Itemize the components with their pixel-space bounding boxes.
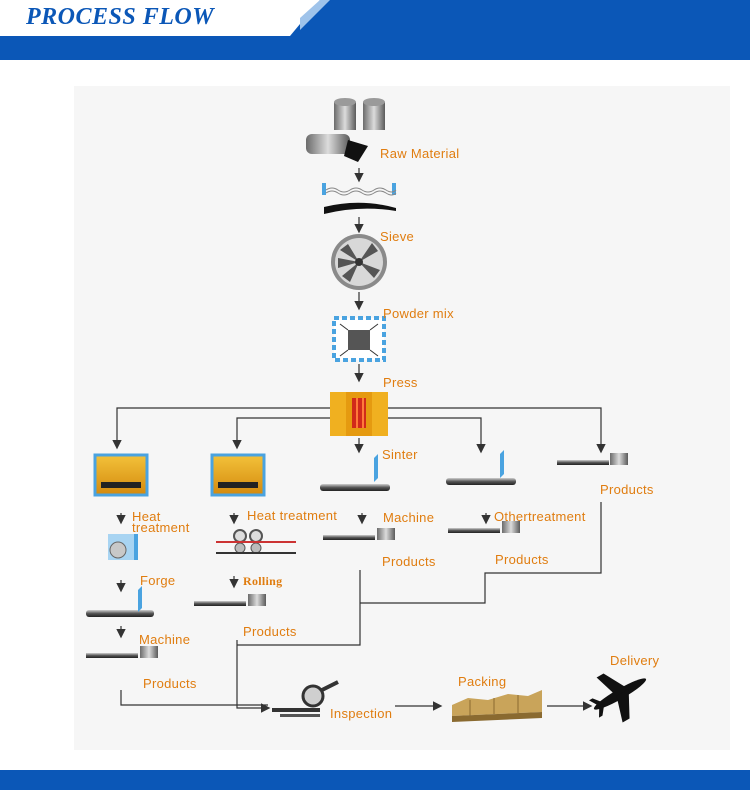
sieve-icon — [322, 183, 397, 214]
drum-icon — [306, 98, 385, 162]
label-products-right: Products — [600, 482, 654, 497]
label-packing: Packing — [458, 674, 507, 689]
label-heat-treatment-1b: treatment — [132, 520, 190, 535]
press-die-icon — [332, 316, 386, 362]
label-products-other: Products — [495, 552, 549, 567]
label-inspection: Inspection — [330, 706, 393, 721]
label-delivery: Delivery — [610, 653, 660, 668]
label-machine-mid: Machine — [383, 510, 435, 525]
label-raw-material: Raw Material — [380, 146, 460, 161]
magnifier-icon — [272, 680, 339, 717]
label-rolling: Rolling — [243, 574, 283, 588]
shaft-icon — [86, 453, 628, 658]
label-forge: Forge — [140, 573, 176, 588]
label-powder-mix: Powder mix — [383, 306, 454, 321]
footer-band — [0, 770, 750, 790]
label-other-treatment: Othertreatment — [494, 509, 586, 524]
furnace-icon — [93, 453, 149, 497]
forge-rod-icon — [86, 586, 154, 617]
label-sinter: Sinter — [382, 447, 418, 462]
press-icon — [330, 392, 388, 436]
furnace-icon-2 — [210, 453, 266, 497]
page-title: PROCESS FLOW — [26, 4, 215, 30]
rod-icon — [320, 450, 516, 491]
header-tab-shape — [0, 0, 330, 36]
airplane-icon — [589, 673, 647, 723]
header-tab: PROCESS FLOW — [0, 0, 330, 36]
pallet-icon — [452, 690, 542, 722]
label-heat-treatment-2: Heat treatment — [247, 508, 338, 523]
label-products-rolling: Products — [243, 624, 297, 639]
rolling-mill-icon — [216, 529, 296, 554]
heat-treatment-cylinder-icon — [108, 534, 138, 560]
label-products-mid: Products — [382, 554, 436, 569]
label-heat-treatment-1a: Heat — [132, 509, 161, 524]
mixer-fan-icon — [331, 234, 387, 290]
label-sieve: Sieve — [380, 229, 415, 244]
label-press: Press — [383, 375, 418, 390]
label-machine-left: Machine — [139, 632, 191, 647]
label-products-left: Products — [143, 676, 197, 691]
